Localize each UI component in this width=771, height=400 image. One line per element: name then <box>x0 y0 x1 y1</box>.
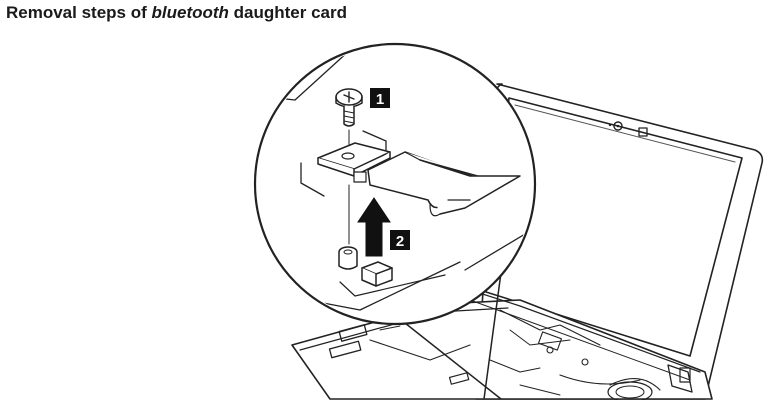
step-callout-1-label: 1 <box>376 91 384 108</box>
webcam-icon <box>613 121 623 131</box>
ribbon-cable <box>367 151 521 217</box>
step-callout-1: 1 <box>370 88 390 108</box>
laptop-illustration <box>291 83 764 400</box>
hinge-right <box>667 364 693 393</box>
webcam-indicator <box>638 127 648 137</box>
standoff-icon <box>338 246 358 270</box>
page-title-emphasis: bluetooth <box>151 3 229 22</box>
page-title-suffix: daughter card <box>228 3 348 22</box>
board-connector <box>361 261 393 287</box>
step-callout-2-label: 2 <box>396 233 404 250</box>
connector-slot <box>338 324 368 342</box>
screw-icon <box>335 88 363 127</box>
page-title-prefix: Removal steps of <box>6 3 152 22</box>
detail-magnifier: 1 2 <box>253 42 537 326</box>
bluetooth-card <box>317 142 391 183</box>
step-callout-2: 2 <box>390 230 410 250</box>
lift-arrow-icon <box>357 197 391 257</box>
page-title: Removal steps of bluetooth daughter card <box>6 3 347 23</box>
